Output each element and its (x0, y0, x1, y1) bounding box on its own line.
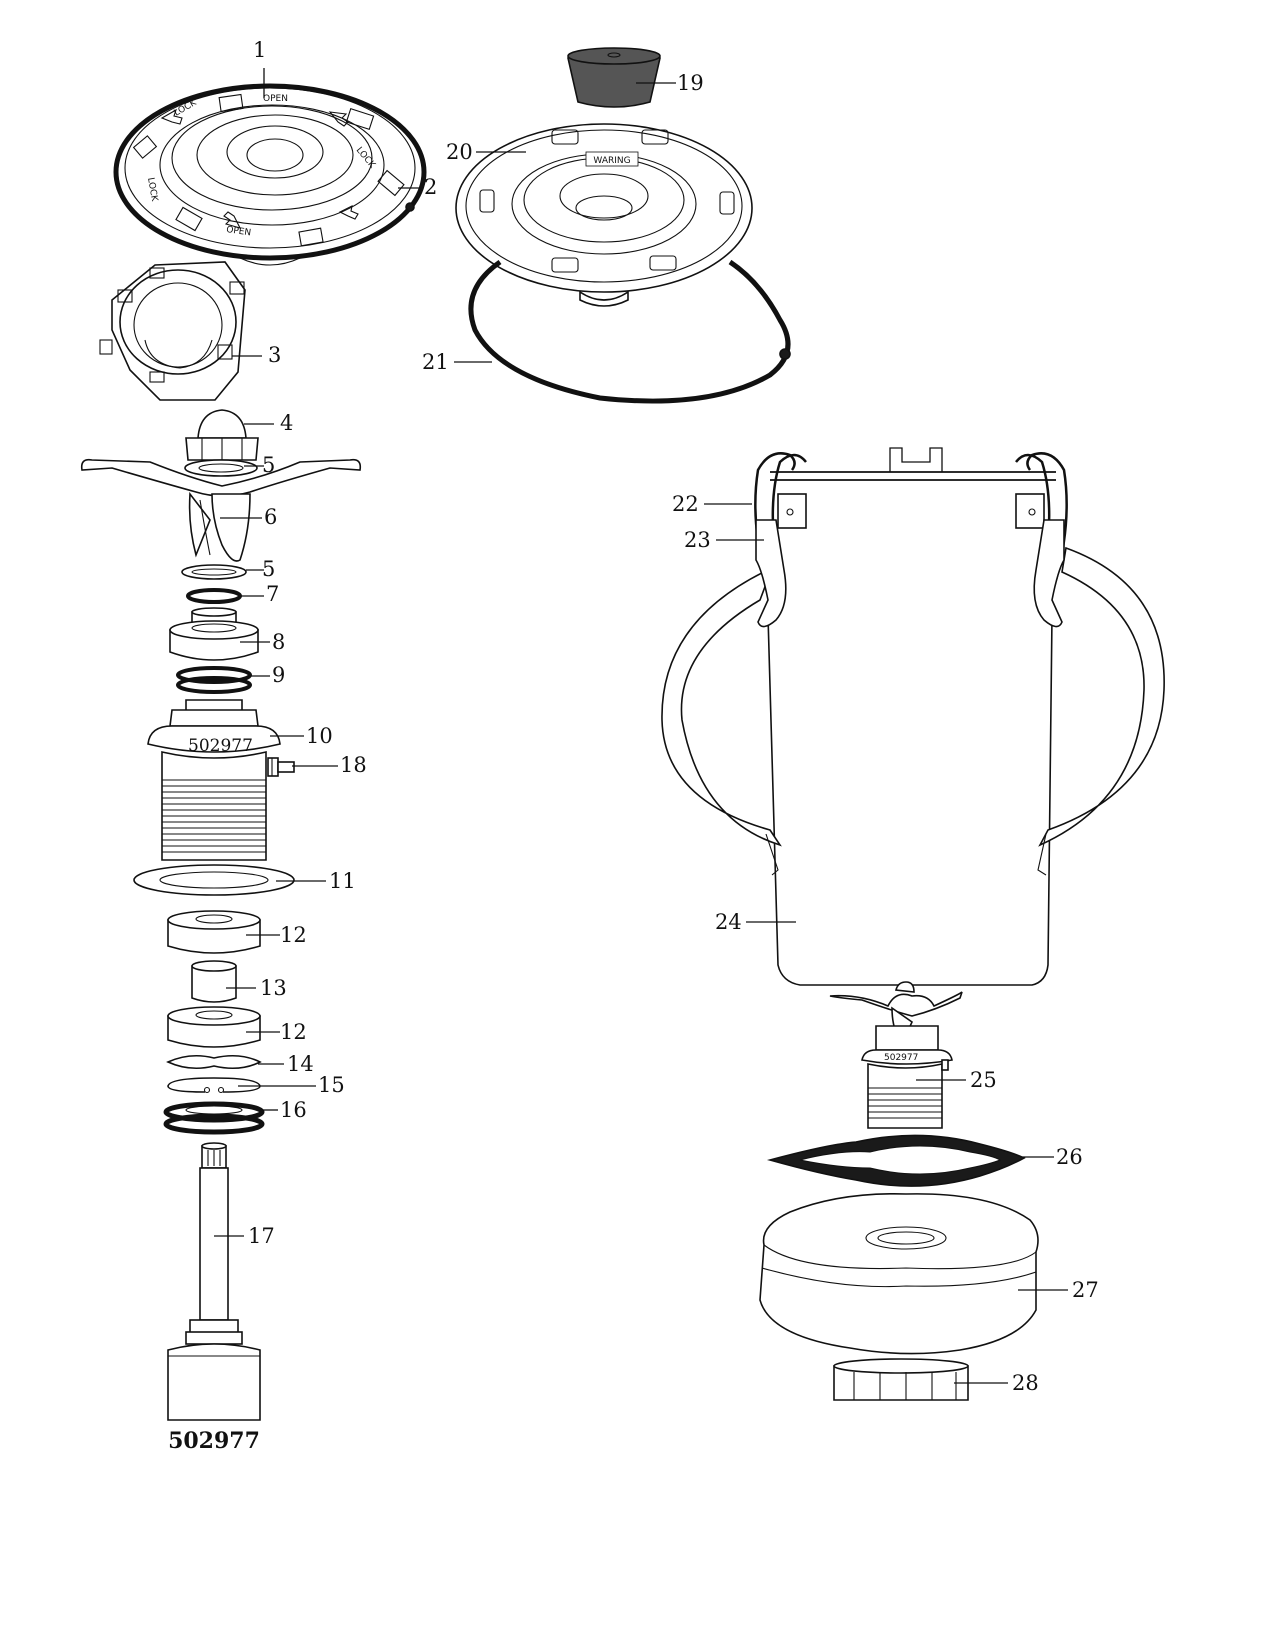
callout-27: 27 (1072, 1278, 1099, 1302)
callout-26: 26 (1056, 1145, 1083, 1169)
callout-28: 28 (1012, 1371, 1039, 1395)
assembly-part-number: 502977 (168, 1428, 260, 1454)
callout-8: 8 (272, 630, 285, 654)
callout-11: 11 (329, 869, 356, 893)
part-16-seal-stack (163, 1101, 265, 1135)
part-15-snap-ring (167, 1077, 261, 1094)
callout-18: 18 (340, 753, 367, 777)
housing-threads (162, 779, 266, 853)
callout-9: 9 (272, 663, 285, 687)
part-26-gasket (766, 1134, 1026, 1187)
part-20-top-lid: WARING (455, 123, 753, 307)
part-10-bearing-housing: 502977 (147, 699, 281, 861)
callout-labels: 1 2 3 4 5 6 5 7 8 9 10 18 11 12 13 12 14… (248, 38, 1099, 1395)
callout-4: 4 (280, 411, 293, 435)
lid-marking-open-a: OPEN (263, 94, 288, 104)
callout-12-bottom: 12 (280, 1020, 307, 1044)
part-8-seal (169, 607, 259, 661)
callout-13: 13 (260, 976, 287, 1000)
callout-24: 24 (715, 910, 742, 934)
part-12-bearing-bottom (167, 1006, 261, 1048)
part-17-shaft (167, 1142, 261, 1421)
part-18-pin (267, 757, 295, 777)
part-23-latch (755, 493, 1065, 628)
leader-lines (214, 68, 1068, 1384)
callout-14: 14 (287, 1052, 314, 1076)
callout-10: 10 (306, 724, 333, 748)
callout-6: 6 (264, 505, 277, 529)
callout-7: 7 (266, 582, 279, 606)
part-4-nut (185, 409, 259, 461)
part-7-o-ring (186, 588, 242, 604)
callout-5-top: 5 (262, 453, 275, 477)
callout-12-top: 12 (280, 923, 307, 947)
part-12-bearing-top (167, 910, 261, 954)
callout-16: 16 (280, 1098, 307, 1122)
part-1-lid: OPEN LOCK LOCK LOCK OPEN (113, 83, 427, 266)
part-28-coupling (833, 1358, 969, 1401)
lid-lock-tabs (132, 93, 405, 247)
callout-19: 19 (677, 71, 704, 95)
housing-marking: 502977 (188, 736, 253, 756)
callout-25: 25 (970, 1068, 997, 1092)
callout-5-bottom: 5 (262, 557, 275, 581)
part-13-spacer (191, 960, 237, 1003)
part-14-wave-washer (166, 1054, 262, 1070)
part-3-adapter (99, 261, 246, 401)
part-24-jar (661, 447, 1165, 986)
lid-brand-marking: WARING (593, 156, 630, 166)
callout-1: 1 (253, 38, 266, 62)
lid-marking-open-b: OPEN (226, 225, 252, 238)
lid-marking-lock-c: LOCK (145, 177, 159, 203)
assembly-marking-small: 502977 (884, 1053, 918, 1063)
callout-22: 22 (672, 492, 699, 516)
callout-3: 3 (268, 343, 281, 367)
part-5-washer-bottom (181, 564, 247, 580)
part-9-rings (176, 666, 252, 694)
part-27-base (759, 1193, 1039, 1355)
part-25-blade-assembly: 502977 (829, 981, 963, 1129)
callout-20: 20 (446, 140, 473, 164)
callout-2: 2 (424, 175, 437, 199)
callout-15: 15 (318, 1073, 345, 1097)
part-5-washer-top (184, 459, 258, 477)
callout-21: 21 (422, 350, 449, 374)
callout-23: 23 (684, 528, 711, 552)
part-21-large-ring (468, 259, 791, 404)
part-6-blade (80, 458, 362, 562)
callout-17: 17 (248, 1224, 275, 1248)
part-19-plug (567, 47, 661, 108)
part-11-gasket (133, 864, 295, 896)
